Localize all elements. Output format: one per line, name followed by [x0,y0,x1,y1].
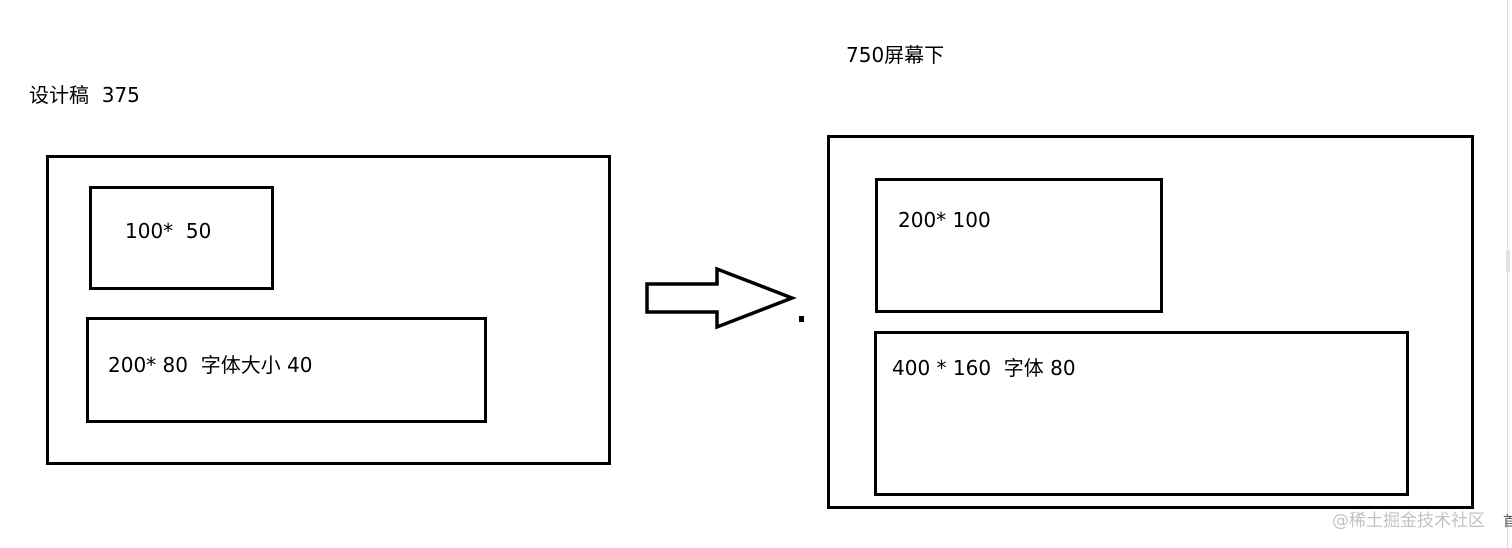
left-large-box [86,317,487,423]
canvas-edge-line [1507,0,1508,548]
watermark: @稀土掘金技术社区 [1332,511,1485,531]
canvas-edge-mark [1506,250,1510,272]
left-small-box [89,186,274,290]
stray-dot [799,316,804,322]
right-large-box-label: 400 * 160 字体 80 [892,356,1076,380]
right-small-box [875,178,1163,313]
left-large-box-label: 200* 80 字体大小 40 [108,353,313,377]
right-large-box [874,331,1409,496]
corner-glyph: 首 [1503,514,1512,530]
left-outer-box [46,155,611,465]
right-panel-title: 750屏幕下 [846,43,945,67]
left-small-box-label: 100* 50 [125,219,212,243]
right-arrow-icon [645,266,797,330]
right-outer-box [827,135,1474,509]
left-panel-title: 设计稿 375 [29,83,140,107]
right-small-box-label: 200* 100 [898,208,991,232]
